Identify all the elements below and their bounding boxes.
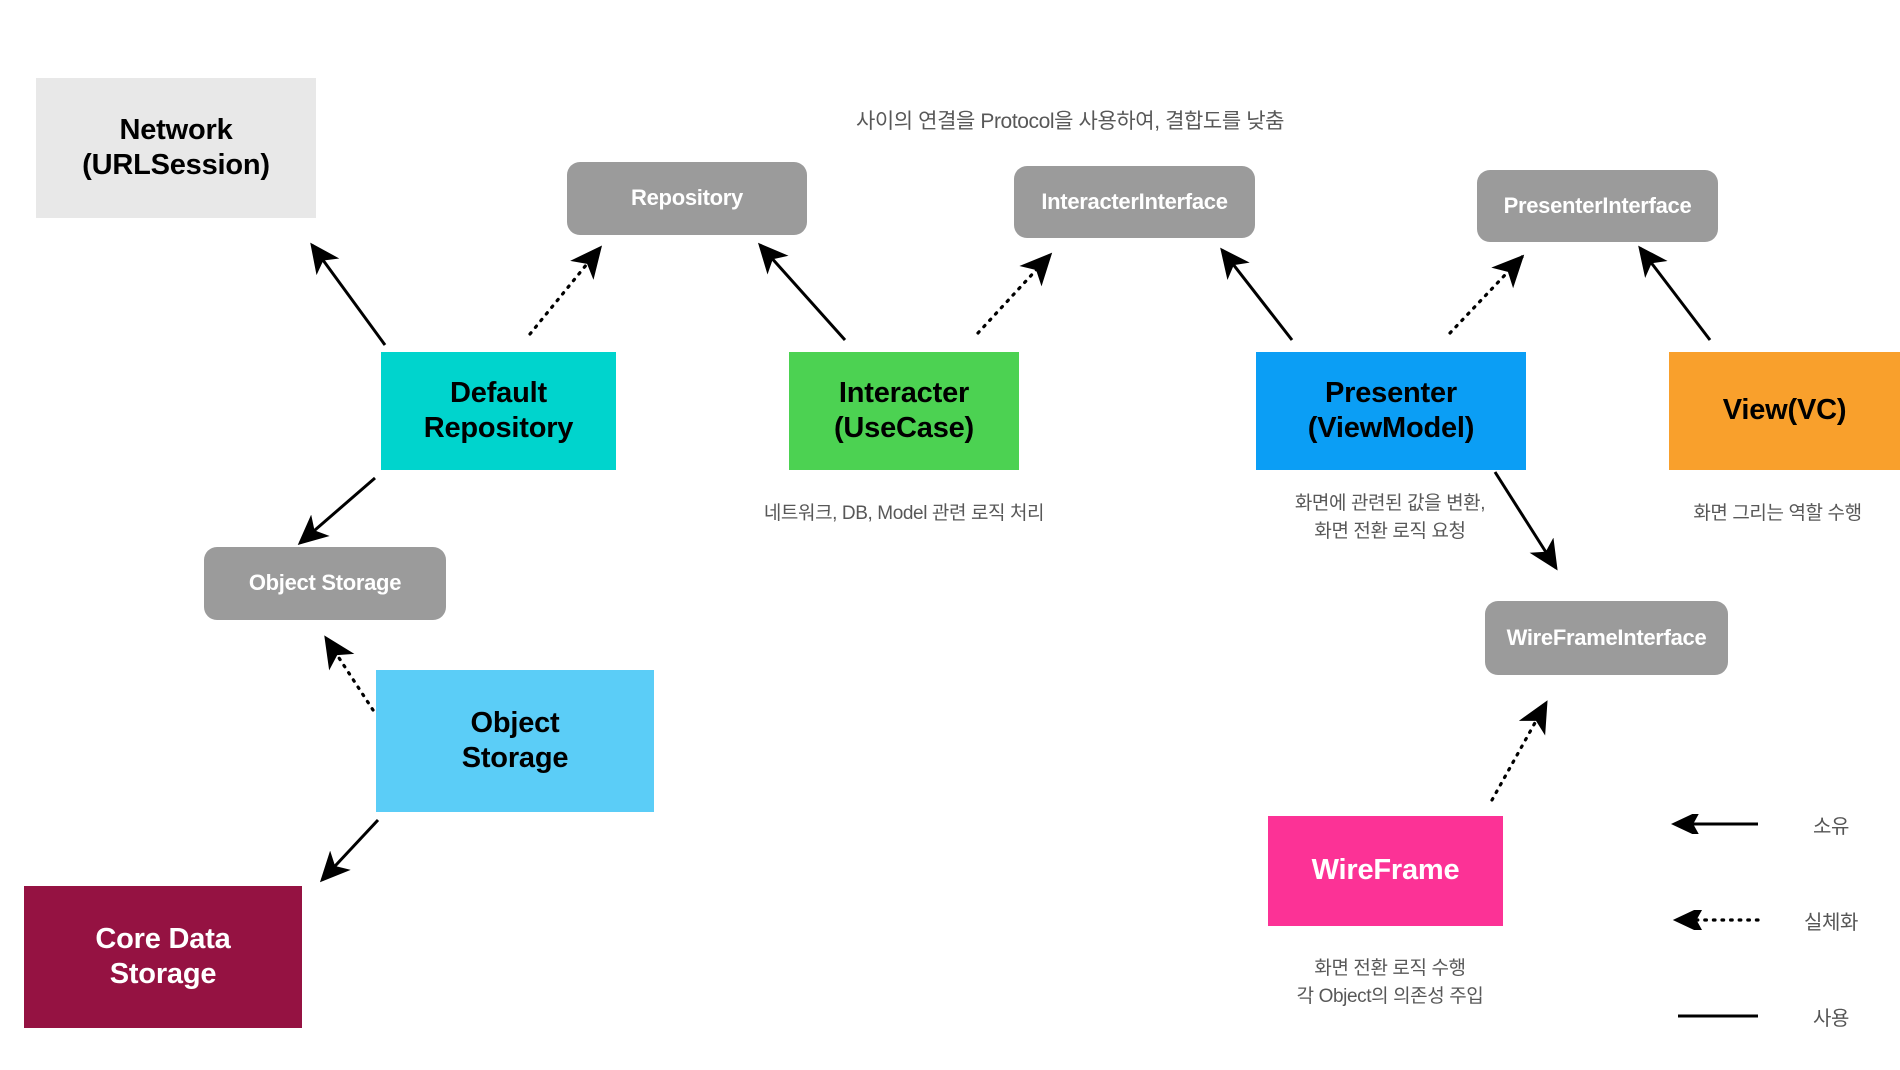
edge-interacter-to-interacterinterface [976,252,1053,335]
node-repository-interface[interactable]: Repository [567,162,807,235]
edge-interacter-to-repositoryinterface [757,242,847,342]
node-wireframe-interface[interactable]: WireFrameInterface [1485,601,1728,675]
edge-view-to-presenterinterface [1638,245,1712,341]
node-presenter-interface[interactable]: PresenterInterface [1477,170,1718,242]
caption-presenter: 화면에 관련된 값을 변환, 화면 전환 로직 요청 [1294,493,1486,542]
legend: 소유 실체화 사용 [1660,800,1890,1070]
node-default-repository[interactable]: Default Repository [381,352,616,470]
solid-arrow-icon [1660,809,1772,839]
edge-defaultrepository-to-repositoryinterface [528,245,603,336]
edge-defaultrepository-to-network [310,242,387,346]
caption-wireframe: 화면 전환 로직 수행 각 Object의 의존성 주입 [1296,958,1484,1007]
protocol-note: 사이의 연결을 Protocol을 사용하여, 결합도를 낮춤 [855,110,1285,133]
legend-label-realize: 실체화 [1804,911,1858,934]
node-interacter-interface[interactable]: InteracterInterface [1014,166,1255,238]
node-object-storage[interactable]: Object Storage [376,670,654,812]
caption-view: 화면 그리는 역할 수행 [1693,503,1862,524]
edge-objectstorage-to-coredatastorage [319,818,380,883]
edge-presenter-to-interacterinterface [1220,247,1294,341]
edge-defaultrepository-to-objectstorageinterface [297,476,376,545]
plain-line-icon [1660,1006,1772,1026]
node-network[interactable]: Network (URLSession) [36,78,316,218]
node-wireframe[interactable]: WireFrame [1268,816,1503,926]
edge-objectstorage-to-objectstorageinterface [324,635,375,712]
edge-presenter-to-presenterinterface [1448,254,1525,335]
legend-item-own: 소유 [1660,800,1890,848]
legend-label-own: 소유 [1813,815,1849,838]
node-core-data-storage[interactable]: Core Data Storage [24,886,302,1028]
legend-item-realize: 실체화 [1660,896,1890,944]
legend-item-use: 사용 [1660,992,1890,1040]
edge-wireframe-to-wireframeinterface [1490,700,1548,802]
node-view[interactable]: View(VC) [1669,352,1900,470]
caption-interacter: 네트워크, DB, Model 관련 로직 처리 [763,503,1045,524]
node-presenter[interactable]: Presenter (ViewModel) [1256,352,1526,470]
node-object-storage-interface[interactable]: Object Storage [204,547,446,620]
node-interacter[interactable]: Interacter (UseCase) [789,352,1019,470]
dotted-arrow-icon [1660,904,1772,936]
legend-label-use: 사용 [1813,1007,1849,1030]
